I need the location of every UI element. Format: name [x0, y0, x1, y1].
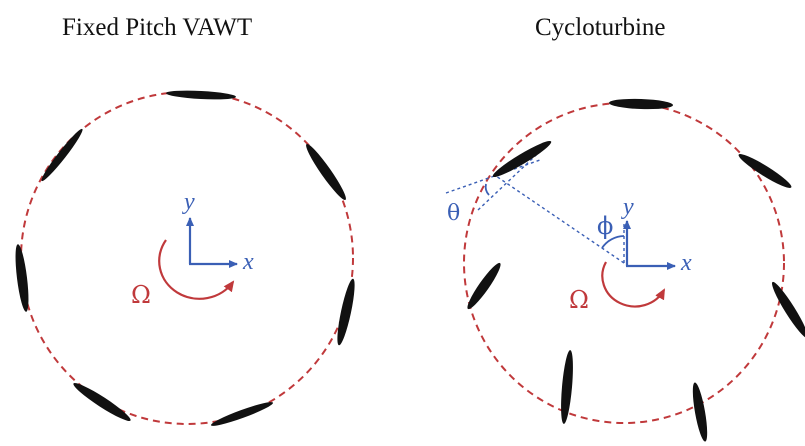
fixed-pitch-vawt-title: Fixed Pitch VAWT: [62, 14, 253, 41]
theta-angle-arc: [484, 183, 490, 196]
fixed-pitch-vawt-diagram: y x Ω: [15, 90, 355, 426]
left-blade-bottom-left: [73, 383, 131, 421]
left-y-label: y: [182, 189, 195, 215]
right-omega-label: Ω: [569, 286, 589, 314]
left-omega-label: Ω: [131, 281, 151, 309]
left-x-label: x: [242, 249, 254, 275]
right-rotor-path: [463, 102, 785, 424]
right-blade-bottom: [561, 350, 573, 424]
left-blade-left: [15, 244, 29, 312]
phi-angle-arc: [601, 235, 625, 249]
right-blade-right: [772, 281, 805, 339]
blade-radial-line: [495, 175, 625, 264]
phi-label: ϕ: [597, 212, 613, 240]
left-blade-bottom-right: [210, 402, 274, 426]
left-rotation-arrow: [158, 239, 235, 300]
left-blade-top: [166, 90, 236, 100]
right-blade-top: [609, 98, 673, 110]
right-x-label: x: [680, 250, 692, 276]
left-blade-right: [337, 278, 355, 346]
right-blade-bottom-right: [692, 382, 708, 442]
left-blade-upper-left: [41, 128, 83, 182]
cycloturbine-title: Cycloturbine: [535, 14, 666, 41]
right-blade-upper-right: [738, 154, 792, 188]
right-y-label: y: [621, 194, 634, 220]
right-blade-left: [467, 262, 501, 310]
theta-label: θ: [447, 201, 460, 226]
cycloturbine-diagram: y x ϕ θ Ω: [445, 98, 805, 442]
right-blade-highlighted: [492, 140, 552, 178]
left-blade-upper-right: [306, 144, 346, 200]
right-rotation-arrow: [601, 261, 665, 308]
